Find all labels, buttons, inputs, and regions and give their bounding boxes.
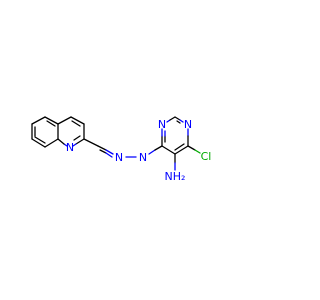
molecule-structure: N N N N N Cl NH₂ — [31, 116, 212, 183]
quinoline-pyridine-ring — [57, 116, 85, 147]
bond-quinoline-methine — [83, 138, 99, 147]
hydrazone-nitrogen-2-label: N — [139, 151, 147, 164]
quinoline-nitrogen-label: N — [66, 141, 74, 154]
chlorine-label: Cl — [201, 150, 212, 163]
bond-c-cl — [187, 145, 196, 151]
pyrimidine-nitrogen-top-label: N — [184, 118, 192, 131]
pyrimidine-ring — [161, 116, 189, 155]
hydrazone-nitrogen-1-label: N — [115, 151, 123, 164]
quinoline-benzo-ring — [31, 116, 59, 148]
amine-label: NH₂ — [165, 170, 186, 183]
methine-imine-bond — [97, 145, 114, 158]
bond-hydrazone-pyrimidine — [148, 149, 156, 155]
pyrimidine-nitrogen-left-label: N — [158, 118, 166, 131]
molecule-diagram: N N N N N Cl NH₂ — [31, 116, 212, 183]
